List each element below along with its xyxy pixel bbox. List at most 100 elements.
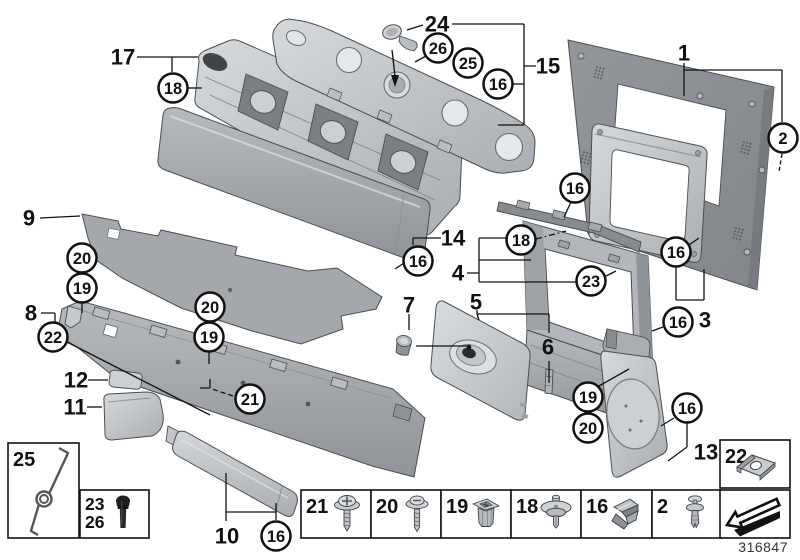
- callout-11-13[interactable]: 11: [63, 395, 86, 420]
- callout-12-12[interactable]: 12: [64, 368, 88, 393]
- callout-circle: [422, 32, 454, 64]
- callout-15-2[interactable]: 15: [536, 54, 560, 79]
- legend-box-25[interactable]: 25: [7, 442, 80, 539]
- legend-label: 26: [85, 512, 105, 532]
- callout-number: 21: [241, 391, 259, 409]
- callout-circle: [662, 306, 694, 338]
- callout-16-25[interactable]: 16: [660, 236, 692, 268]
- part-trim-strip: [172, 430, 298, 517]
- callout-circle: [37, 321, 69, 353]
- callout-circle: [660, 236, 692, 268]
- callout-number: 23: [582, 273, 600, 291]
- legend-box-21[interactable]: 21: [300, 489, 372, 539]
- callout-17-0[interactable]: 17: [111, 45, 135, 70]
- callout-16-35[interactable]: 16: [671, 392, 703, 424]
- part-dashboard-carrier: [194, 39, 463, 236]
- callout-circle: [193, 321, 225, 353]
- legend-label: 20: [376, 496, 398, 518]
- callout-number: 20: [201, 299, 219, 317]
- callout-16-36[interactable]: 16: [260, 520, 292, 552]
- callout-circle: [260, 520, 292, 552]
- callout-number: 19: [73, 280, 91, 298]
- callout-number: 5: [470, 290, 482, 315]
- legend-box-18[interactable]: 18: [510, 489, 582, 539]
- callout-21-32[interactable]: 21: [234, 383, 266, 415]
- callout-circle: [767, 122, 799, 154]
- callout-19-28[interactable]: 19: [66, 272, 98, 304]
- legend-label: 18: [516, 496, 538, 518]
- callout-number: 18: [512, 232, 530, 250]
- callout-14-5[interactable]: 14: [441, 226, 466, 251]
- callout-number: 19: [579, 389, 597, 407]
- part-upper-trim: [272, 18, 536, 174]
- callout-circle: [572, 381, 604, 413]
- part-lock-cylinder: [395, 334, 412, 356]
- legend-box-frame: [719, 439, 791, 489]
- callout-number: 16: [489, 76, 507, 94]
- callout-25-18[interactable]: 25: [452, 47, 484, 79]
- callout-number: 8: [25, 301, 37, 326]
- callout-number: 26: [429, 40, 447, 58]
- legend-box-frame: [79, 489, 150, 539]
- legend-box-direction-arrow[interactable]: [719, 489, 791, 539]
- insert-arrowhead: [391, 75, 399, 87]
- callout-number: 16: [667, 244, 685, 262]
- callout-2-20[interactable]: 2: [767, 122, 799, 154]
- callout-20-30[interactable]: 20: [194, 291, 226, 323]
- callout-4-6[interactable]: 4: [452, 261, 465, 286]
- callout-20-27[interactable]: 20: [66, 242, 98, 274]
- callout-number: 17: [111, 45, 135, 70]
- callout-7-8[interactable]: 7: [403, 293, 415, 318]
- callout-number: 1: [678, 41, 690, 66]
- legend-box-20[interactable]: 20: [370, 489, 442, 539]
- callout-23-24[interactable]: 23: [575, 265, 607, 297]
- callout-number: 20: [73, 250, 91, 268]
- callout-number: 2: [778, 130, 787, 148]
- callout-number: 11: [63, 395, 86, 420]
- legend-box-19[interactable]: 19: [440, 489, 512, 539]
- callout-circle: [572, 412, 604, 444]
- callout-1-3[interactable]: 1: [678, 41, 690, 66]
- callout-circle: [402, 245, 434, 277]
- part-mounting-frame: [588, 123, 708, 263]
- callout-circle: [671, 392, 703, 424]
- callout-16-26[interactable]: 16: [662, 306, 694, 338]
- callout-8-11[interactable]: 8: [25, 301, 37, 326]
- callout-18-16[interactable]: 18: [157, 72, 189, 104]
- callout-26-17[interactable]: 26: [422, 32, 454, 64]
- callout-number: 13: [694, 440, 718, 465]
- callout-number: 16: [566, 180, 584, 198]
- callout-9-4[interactable]: 9: [23, 206, 35, 231]
- callout-5-7[interactable]: 5: [470, 290, 482, 315]
- callout-number: 3: [699, 308, 711, 333]
- callout-13-15[interactable]: 13: [694, 440, 718, 465]
- callout-18-23[interactable]: 18: [505, 224, 537, 256]
- part-speaker-cover: [600, 350, 668, 478]
- legend-box-22[interactable]: 22: [719, 439, 791, 489]
- part-insulation-sheet: [81, 213, 383, 345]
- diagram-number: 316847: [738, 539, 788, 555]
- callout-19-31[interactable]: 19: [193, 321, 225, 353]
- callout-22-29[interactable]: 22: [37, 321, 69, 353]
- callout-16-22[interactable]: 16: [402, 245, 434, 277]
- callout-number: 6: [542, 335, 554, 360]
- callout-10-14[interactable]: 10: [215, 524, 239, 549]
- callout-number: 16: [678, 400, 696, 418]
- callout-6-9[interactable]: 6: [542, 335, 554, 360]
- legend-box-frame: [370, 489, 442, 539]
- part-cap-small: [108, 369, 143, 390]
- callout-19-33[interactable]: 19: [572, 381, 604, 413]
- callout-3-10[interactable]: 3: [699, 308, 711, 333]
- legend-label: 16: [586, 496, 608, 518]
- callout-circle: [234, 383, 266, 415]
- legend-box-frame: [300, 489, 372, 539]
- leader-lines: [39, 23, 783, 521]
- callout-20-34[interactable]: 20: [572, 412, 604, 444]
- callout-16-19[interactable]: 16: [482, 68, 514, 100]
- legend-box-16[interactable]: 16: [580, 489, 653, 539]
- callout-circle: [452, 47, 484, 79]
- legend-box-2[interactable]: 2: [651, 489, 723, 539]
- callout-16-21[interactable]: 16: [559, 172, 591, 204]
